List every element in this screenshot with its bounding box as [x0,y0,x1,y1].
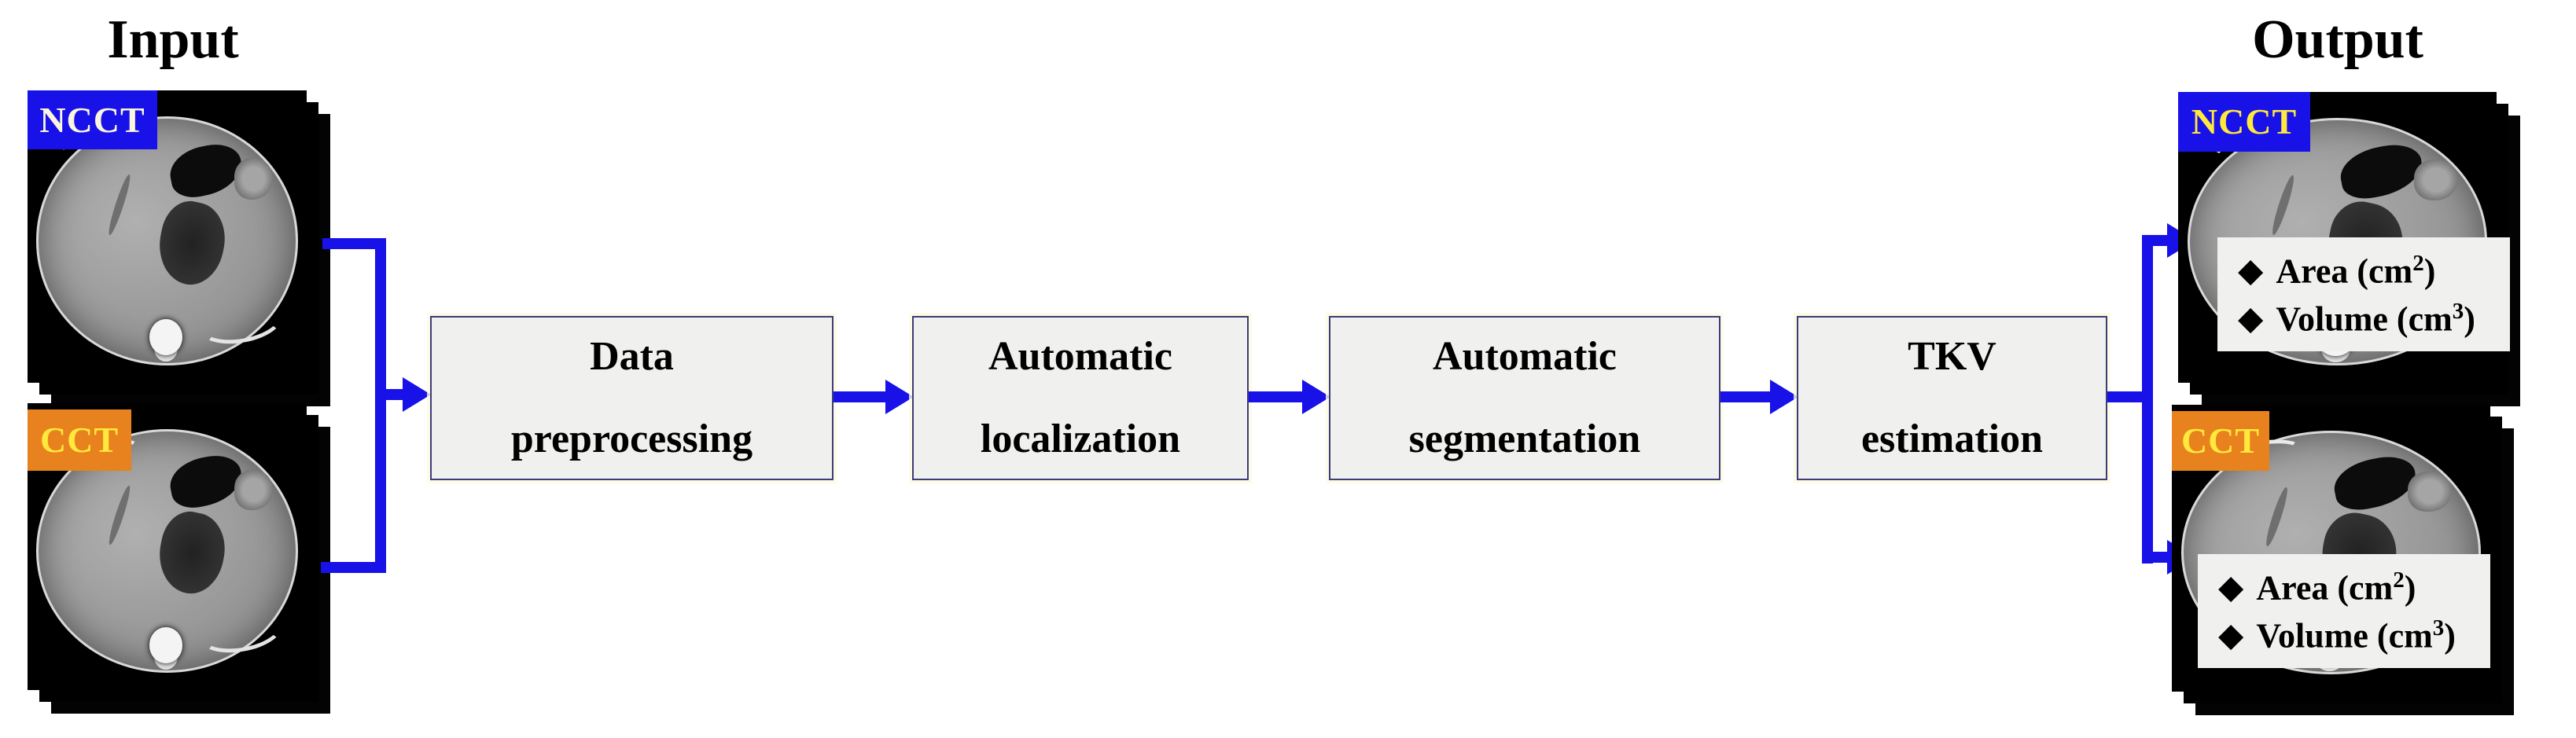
box-label-line: localization [980,417,1181,461]
bracket-line [2107,391,2153,402]
box-label-line: segmentation [1408,417,1641,461]
ct-stomach [2330,451,2420,515]
ct-stomach [165,451,246,512]
flow-arrow [834,391,885,402]
ct-spine [149,318,183,356]
output-ncct-image-stack: NCCT ◆ Area (cm2) ◆ Volume (cm3) [2178,92,2510,383]
bracket-line [2142,235,2153,564]
ct-bowel [151,196,232,291]
metric-label: Area (cm2) [2256,567,2416,608]
flow-arrow [1720,391,1770,402]
ct-colon [234,469,273,511]
cct-label: CCT [28,409,131,471]
metric-label: Area (cm2) [2276,250,2436,291]
ct-fissure [2269,174,2297,237]
bracket-line [322,238,386,249]
ct-stomach [165,139,246,201]
flow-arrow [2153,552,2167,563]
pipeline-box-tkv-estimation: TKV estimation [1797,316,2107,480]
ct-fissure [2262,485,2291,548]
ct-bowel [151,506,232,600]
ct-stomach [2336,139,2427,204]
box-label-line: estimation [1860,417,2044,461]
ct-slice-image [35,116,299,365]
ct-colon [2413,159,2459,201]
box-label-line: Automatic [1433,334,1617,379]
ncct-label: NCCT [28,90,157,149]
box-label-line: TKV [1908,334,1996,379]
diamond-bullet-icon: ◆ [2238,251,2264,290]
cct-label: CCT [2172,411,2269,471]
pipeline-box-automatic-localization: Automatic localization [912,316,1249,480]
ct-colon [2407,471,2453,512]
input-cct-image-stack: CCT [28,403,307,690]
output-title: Output [2252,9,2423,70]
metrics-overlay: ◆ Area (cm2) ◆ Volume (cm3) [2198,554,2490,668]
arrow-right-icon [1302,380,1330,414]
metric-area: ◆ Area (cm2) [2218,567,2490,608]
metric-volume: ◆ Volume (cm3) [2238,298,2510,339]
box-label-line: preprocessing [510,417,753,461]
ct-colon [234,158,273,200]
box-label-line: Data [590,334,674,379]
bracket-line [375,238,386,573]
ct-spine [149,627,183,663]
metric-volume: ◆ Volume (cm3) [2218,615,2490,655]
pipeline-box-automatic-segmentation: Automatic segmentation [1329,316,1720,480]
metric-label: Volume (cm3) [2276,298,2475,339]
input-title: Input [107,9,239,70]
metric-label: Volume (cm3) [2256,615,2456,655]
flow-arrow [381,389,403,400]
arrow-right-icon [1770,380,1798,414]
arrow-right-icon [885,380,914,414]
ncct-label: NCCT [2178,92,2310,152]
input-ncct-image-stack: NCCT [28,90,307,383]
metrics-overlay: ◆ Area (cm2) ◆ Volume (cm3) [2217,237,2510,351]
pipeline-box-data-preprocessing: Data preprocessing [430,316,834,480]
bracket-line [321,562,386,573]
ct-fissure [105,173,134,236]
metric-area: ◆ Area (cm2) [2238,252,2510,289]
arrow-right-icon [403,377,431,412]
flow-arrow [2153,235,2167,246]
diamond-bullet-icon: ◆ [2238,298,2264,337]
ct-fissure [105,484,133,546]
flow-arrow [1249,391,1302,402]
output-cct-image-stack: CCT ◆ Area (cm2) ◆ Volume (cm3) [2172,405,2490,692]
diamond-bullet-icon: ◆ [2218,615,2244,654]
box-label-line: Automatic [988,334,1172,379]
diamond-bullet-icon: ◆ [2218,567,2244,607]
